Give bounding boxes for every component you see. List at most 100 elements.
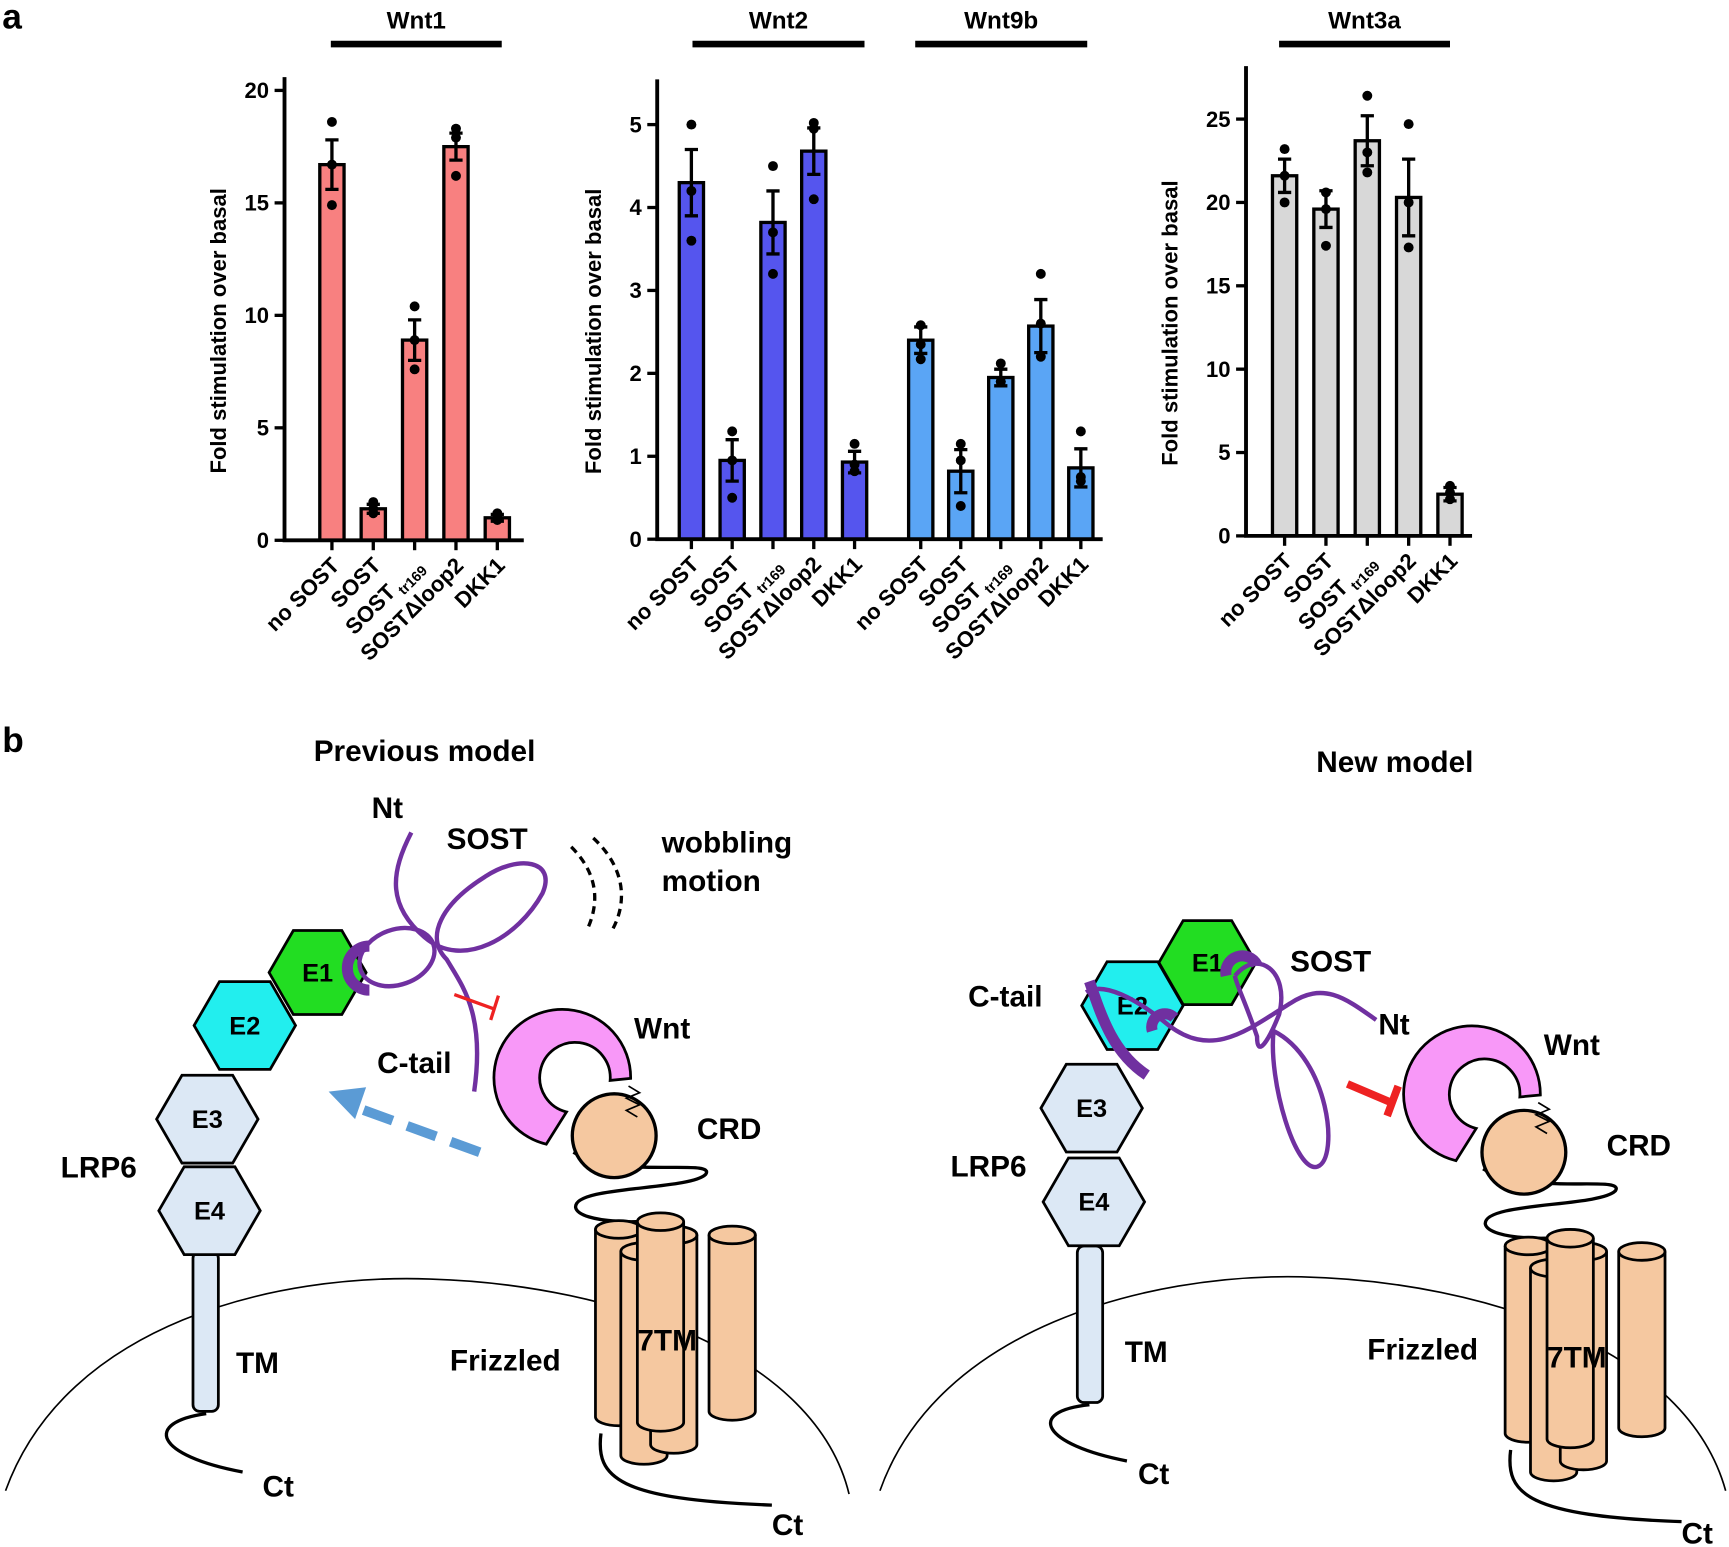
e1-domain-label: E1	[302, 959, 333, 987]
data-point	[1403, 197, 1414, 208]
data-point	[915, 354, 926, 365]
sost-binding-cap	[341, 940, 370, 996]
wnt-ligand	[1402, 1024, 1542, 1163]
ct-label-frizzled: Ct	[1682, 1518, 1713, 1547]
y-tick-label: 20	[245, 78, 270, 103]
data-point	[326, 200, 337, 211]
inhibition-icon	[1345, 1080, 1402, 1118]
bar	[442, 144, 470, 542]
y-axis-label: Fold stimulation over basal	[206, 188, 231, 473]
data-point	[955, 501, 966, 511]
ct-label-lrp6: Ct	[262, 1470, 293, 1503]
data-point	[451, 132, 461, 143]
data-point	[1035, 268, 1046, 279]
data-point	[727, 492, 738, 503]
sost-loop	[357, 925, 437, 989]
tm-helix-top	[635, 1211, 686, 1232]
data-point	[727, 426, 738, 437]
linker	[1482, 1167, 1618, 1240]
frizzled-c-tail	[598, 1433, 772, 1507]
dashed-arrow-icon	[356, 1103, 482, 1157]
y-tick-label: 0	[257, 528, 269, 553]
tm-helix	[1545, 1238, 1595, 1450]
tm-helix-top	[594, 1219, 644, 1240]
e1-domain	[1157, 919, 1258, 1006]
lrp6-tm-stalk	[1075, 1244, 1105, 1404]
y-tick-label: 25	[1206, 107, 1231, 132]
tm-helix-top	[1545, 1228, 1595, 1249]
bar-charts: no SOSTSOSTSOSTtr169SOSTΔloop2DKK1Wnt105…	[206, 8, 1473, 666]
wobbling-arrow-icon	[570, 836, 624, 930]
tm-helix-top	[1503, 1235, 1553, 1257]
data-point	[1035, 351, 1046, 362]
e3-domain	[1039, 1062, 1144, 1154]
chart-panel-1: no SOSTSOSTSOSTtr169SOSTΔloop2DKK1Wnt105…	[206, 8, 524, 666]
data-point	[1035, 318, 1046, 329]
data-point	[686, 185, 697, 196]
data-point	[1320, 187, 1331, 198]
wnt-ligand	[492, 1007, 633, 1146]
e4-domain-label: E4	[194, 1198, 225, 1226]
data-point	[849, 438, 860, 449]
seven-tm-label: 7TM	[1547, 1341, 1607, 1374]
data-point	[326, 116, 337, 127]
data-point	[1320, 204, 1331, 215]
e2-domain	[192, 980, 298, 1071]
data-point	[1362, 147, 1373, 158]
data-point	[409, 301, 420, 312]
lrp6-tm-stalk	[191, 1250, 220, 1413]
sost-label: SOST	[447, 823, 528, 856]
data-point	[915, 339, 926, 350]
y-tick-label: 5	[630, 112, 642, 137]
nt-label: Nt	[1378, 1008, 1409, 1041]
new-model-title: New model	[1316, 746, 1473, 779]
data-point	[1279, 144, 1290, 155]
frizzled-label: Frizzled	[450, 1345, 561, 1378]
panel-label-b: b	[2, 721, 24, 760]
ct-label-lrp6: Ct	[1138, 1458, 1169, 1491]
cell-membrane-left	[4, 1277, 850, 1495]
sost-chain	[1084, 961, 1378, 1169]
crd-label: CRD	[1607, 1130, 1672, 1163]
tm-label: TM	[236, 1347, 279, 1380]
wnt-label: Wnt	[634, 1013, 690, 1046]
y-tick-label: 2	[630, 361, 642, 386]
y-tick-label: 5	[1218, 440, 1230, 465]
y-tick-label: 15	[1206, 274, 1231, 299]
y-axis-label: Fold stimulation over basal	[1158, 180, 1183, 465]
data-point	[955, 438, 966, 449]
data-point	[1279, 197, 1290, 208]
data-point	[1403, 242, 1414, 253]
data-point	[768, 268, 778, 279]
sost-chain	[393, 831, 548, 1092]
chart-panel-2: no SOSTSOSTSOSTtr169SOSTΔloop2DKK1Wnt2no…	[581, 8, 1103, 664]
data-point	[1362, 167, 1373, 178]
bar	[1312, 207, 1340, 538]
ct-label-frizzled: Ct	[772, 1509, 803, 1542]
frizzled-label: Frizzled	[1367, 1334, 1478, 1367]
group-label: Wnt1	[387, 8, 446, 35]
tm-helix	[635, 1221, 686, 1433]
bar	[318, 162, 346, 542]
ctail-label: C-tail	[968, 981, 1042, 1014]
data-point	[915, 320, 926, 331]
y-tick-label: 20	[1206, 190, 1231, 215]
panel-label-a: a	[2, 0, 22, 37]
lrp6-label: LRP6	[951, 1151, 1027, 1184]
e4-domain	[1041, 1156, 1147, 1248]
data-point	[326, 159, 337, 170]
data-point	[1279, 170, 1290, 181]
data-point	[808, 123, 819, 134]
data-point	[955, 455, 966, 466]
ctail-label: C-tail	[377, 1047, 451, 1080]
seven-tm-label: 7TM	[637, 1325, 697, 1358]
y-tick-label: 4	[630, 195, 643, 220]
y-tick-label: 15	[245, 191, 270, 216]
y-tick-label: 1	[630, 444, 642, 469]
interaction-zigzag	[624, 1085, 642, 1118]
data-point	[768, 227, 778, 238]
